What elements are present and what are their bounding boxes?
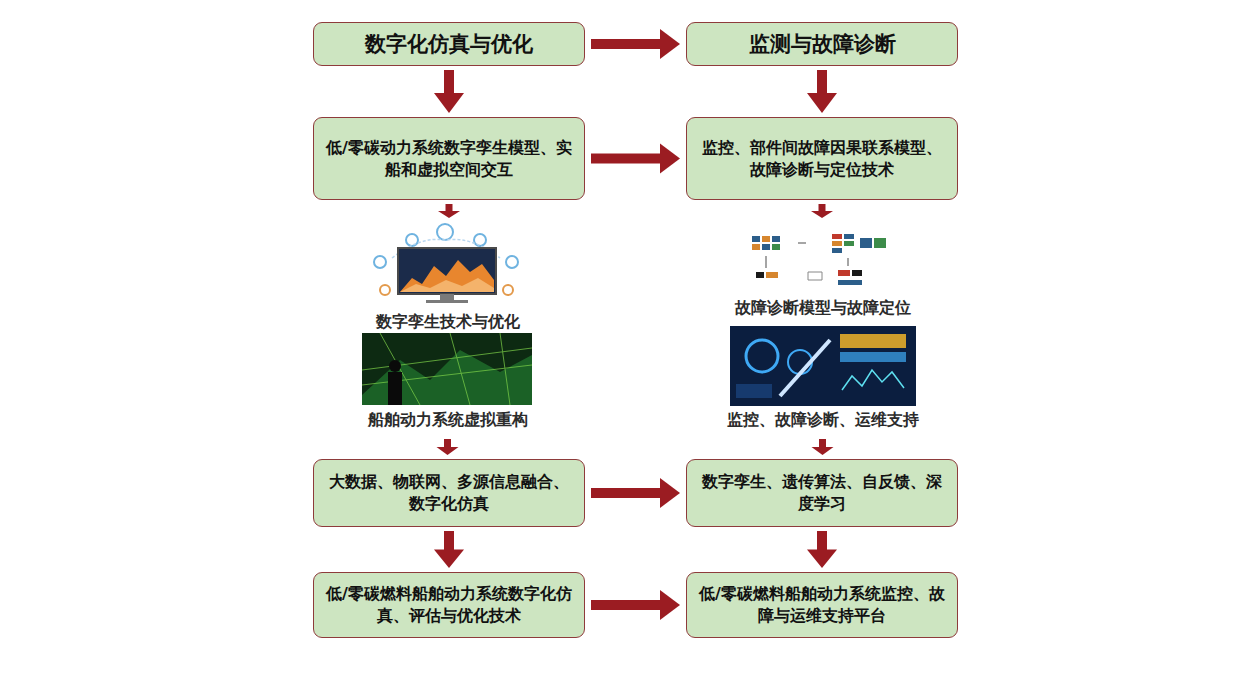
process-box: 大数据、物联网、多源信息融合、数字化仿真 (313, 459, 585, 527)
arrow-shaft (819, 204, 826, 212)
arrow-head (660, 144, 680, 174)
arrow-shaft (819, 439, 826, 448)
process-box: 低/零碳燃料船舶动力系统监控、故障与运维支持平台 (686, 572, 958, 638)
arrow-head (434, 550, 464, 569)
flow-arrow (812, 439, 834, 455)
caption-row: 故障诊断模型与故障定位 (720, 298, 925, 317)
arrow-shaft (591, 154, 662, 164)
box-text: 大数据、物联网、多源信息融合、数字化仿真 (326, 471, 572, 514)
flow-arrow (807, 70, 837, 113)
panel-caption: 监控、故障诊断、运维支持 (725, 410, 921, 429)
flow-arrow (591, 590, 680, 620)
arrow-shaft (591, 488, 662, 498)
arrow-shaft (817, 531, 827, 551)
box-label: 大数据、物联网、多源信息融合、数字化仿真 (326, 471, 572, 514)
process-box: 低/零碳燃料船舶动力系统数字化仿真、评估与优化技术 (313, 572, 585, 638)
box-text: 低/零碳燃料船舶动力系统数字化仿真、评估与优化技术 (326, 583, 572, 626)
arrow-head (811, 211, 833, 218)
box-text: 数字化仿真与优化 (365, 30, 533, 58)
digital-twin-illustration (338, 222, 557, 435)
box-label: 监控、部件间故障因果联系模型、故障诊断与定位技术 (699, 137, 945, 180)
arrow-head (660, 29, 680, 59)
caption-row: 数字孪生技术与优化 (338, 312, 557, 331)
box-label: 低/零碳燃料船舶动力系统数字化仿真、评估与优化技术 (326, 583, 572, 626)
arrow-shaft (444, 439, 451, 448)
process-box: 监控、部件间故障因果联系模型、故障诊断与定位技术 (686, 117, 958, 200)
box-label: 低/零碳燃料船舶动力系统监控、故障与运维支持平台 (699, 583, 945, 626)
flow-arrow (434, 70, 464, 113)
panel-caption: 故障诊断模型与故障定位 (733, 298, 913, 317)
arrow-shaft (446, 204, 453, 212)
box-label: 低/零碳动力系统数字孪生模型、实船和虚拟空间交互 (326, 137, 572, 180)
panel-caption: 船舶动力系统虚拟重构 (366, 410, 530, 429)
panel-caption: 数字孪生技术与优化 (374, 312, 522, 331)
box-text: 数字孪生、遗传算法、自反馈、深度学习 (699, 471, 945, 514)
flow-arrow (438, 204, 460, 218)
arrow-head (807, 93, 837, 113)
flow-arrow (807, 531, 837, 568)
arrow-shaft (591, 39, 662, 49)
arrow-head (812, 447, 834, 455)
flow-arrow (591, 144, 680, 174)
flow-arrow (811, 204, 833, 218)
caption-row: 船舶动力系统虚拟重构 (338, 410, 557, 429)
arrow-shaft (591, 600, 662, 610)
arrow-head (434, 93, 464, 113)
fault-diagnosis-illustration (720, 222, 925, 435)
box-text: 低/零碳燃料船舶动力系统监控、故障与运维支持平台 (699, 583, 945, 626)
illustration-panel: 故障诊断模型与故障定位监控、故障诊断、运维支持 (720, 222, 925, 435)
process-box: 监测与故障诊断 (686, 22, 958, 66)
process-box: 低/零碳动力系统数字孪生模型、实船和虚拟空间交互 (313, 117, 585, 200)
box-text: 监测与故障诊断 (749, 30, 896, 58)
arrow-head (807, 550, 837, 569)
arrow-shaft (817, 70, 827, 95)
box-text: 监控、部件间故障因果联系模型、故障诊断与定位技术 (699, 137, 945, 180)
box-label: 监测与故障诊断 (749, 30, 896, 58)
flow-arrow (437, 439, 459, 455)
box-label: 数字化仿真与优化 (365, 30, 533, 58)
flow-arrow (434, 531, 464, 568)
box-text: 低/零碳动力系统数字孪生模型、实船和虚拟空间交互 (326, 137, 572, 180)
box-label: 数字孪生、遗传算法、自反馈、深度学习 (699, 471, 945, 514)
arrow-shaft (444, 70, 454, 95)
arrow-head (660, 478, 680, 508)
process-box: 数字孪生、遗传算法、自反馈、深度学习 (686, 459, 958, 527)
arrow-shaft (444, 531, 454, 551)
caption-row: 监控、故障诊断、运维支持 (720, 410, 925, 429)
flow-arrow (591, 29, 680, 59)
process-box: 数字化仿真与优化 (313, 22, 585, 66)
arrow-head (438, 211, 460, 218)
illustration-panel: 数字孪生技术与优化船舶动力系统虚拟重构 (338, 222, 557, 435)
flow-arrow (591, 478, 680, 508)
arrow-head (660, 590, 680, 620)
arrow-head (437, 447, 459, 455)
